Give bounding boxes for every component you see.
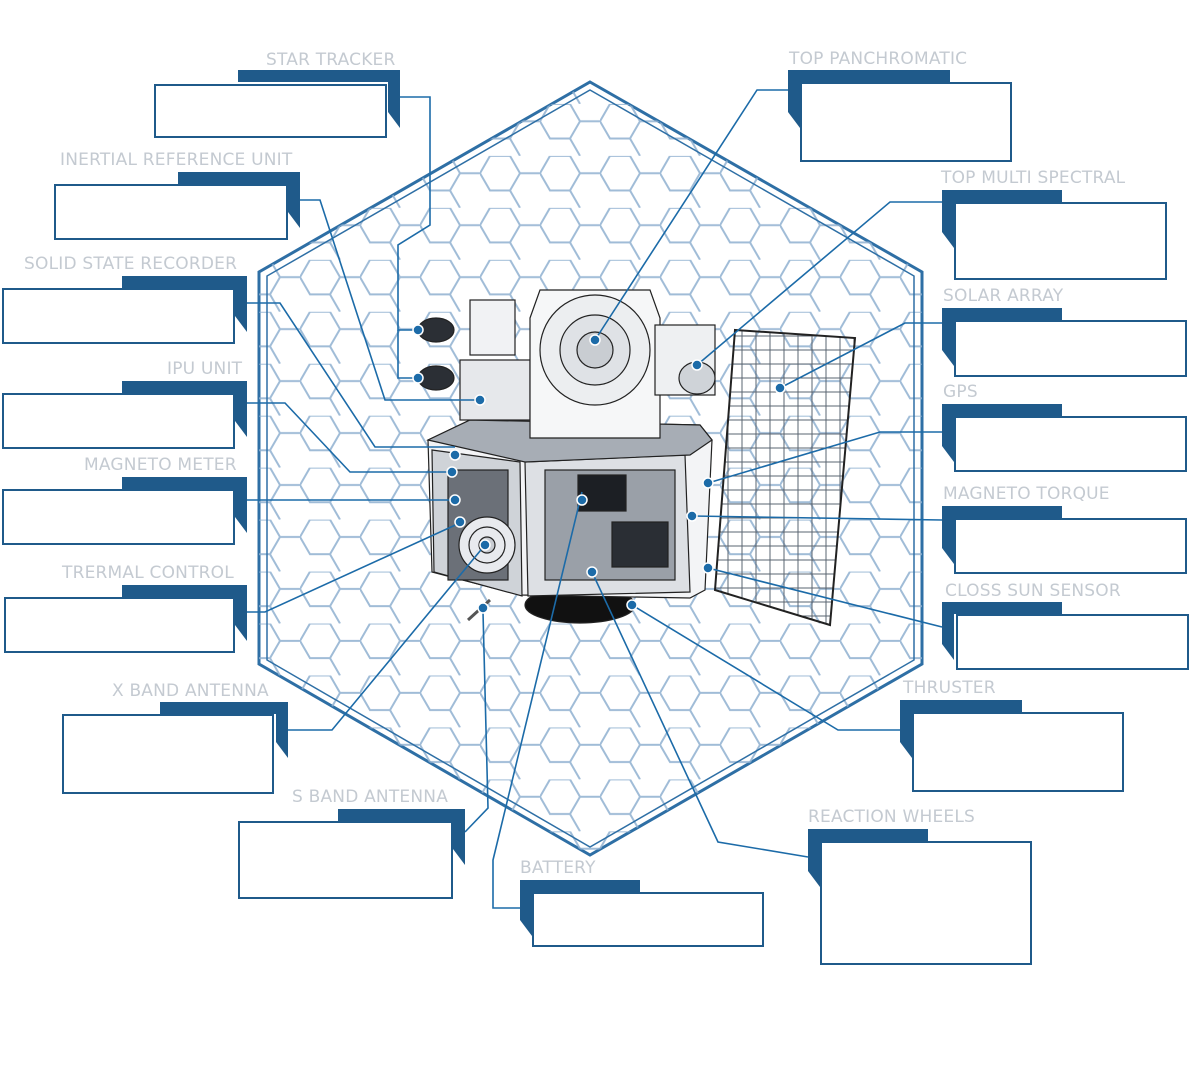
label-x-band-antenna: X BAND ANTENNA [112,681,269,701]
label-solid-state-recorder: SOLID STATE RECORDER [24,254,238,274]
callout-box-magneto-meter [2,489,235,545]
callout-box-inertial-reference-unit [54,184,288,240]
label-closs-sun-sensor: CLOSS SUN SENSOR [945,581,1121,601]
label-s-band-antenna: S BAND ANTENNA [292,787,449,807]
callout-box-closs-sun-sensor [956,614,1189,670]
leader-lines [247,89,943,909]
callout-box-battery [532,892,764,947]
label-battery: BATTERY [520,858,596,878]
label-magneto-torque: MAGNETO TORQUE [943,484,1110,504]
label-solar-array: SOLAR ARRAY [943,286,1064,306]
callout-box-thruster [912,712,1124,792]
callout-box-s-band-antenna [238,821,453,899]
leader-dots [412,324,786,614]
label-reaction-wheels: REACTION WHEELS [808,807,975,827]
label-gps: GPS [943,382,978,402]
callout-box-solar-array [954,320,1187,377]
label-thermal-control: TRERMAL CONTROL [62,563,234,583]
label-top-panchromatic: TOP PANCHROMATIC [789,49,968,69]
callout-box-gps [954,416,1187,472]
callout-box-ipu-unit [2,393,235,449]
label-magneto-meter: MAGNETO METER [84,455,237,475]
label-top-multi-spectral: TOP MULTI SPECTRAL [941,168,1126,188]
satellite-illustration [417,289,857,627]
label-star-tracker: STAR TRACKER [266,50,396,70]
callout-box-top-panchromatic [800,82,1012,162]
callout-box-solid-state-recorder [2,288,235,344]
callout-box-magneto-torque [954,518,1187,574]
callout-box-thermal-control [4,597,235,653]
label-inertial-reference-unit: INERTIAL REFERENCE UNIT [60,150,293,170]
callout-box-x-band-antenna [62,714,274,794]
callout-box-star-tracker [154,84,387,138]
callout-box-reaction-wheels [820,841,1032,965]
label-thruster: THRUSTER [903,678,996,698]
label-ipu-unit: IPU UNIT [167,359,243,379]
callout-box-top-multi-spectral [954,202,1167,280]
